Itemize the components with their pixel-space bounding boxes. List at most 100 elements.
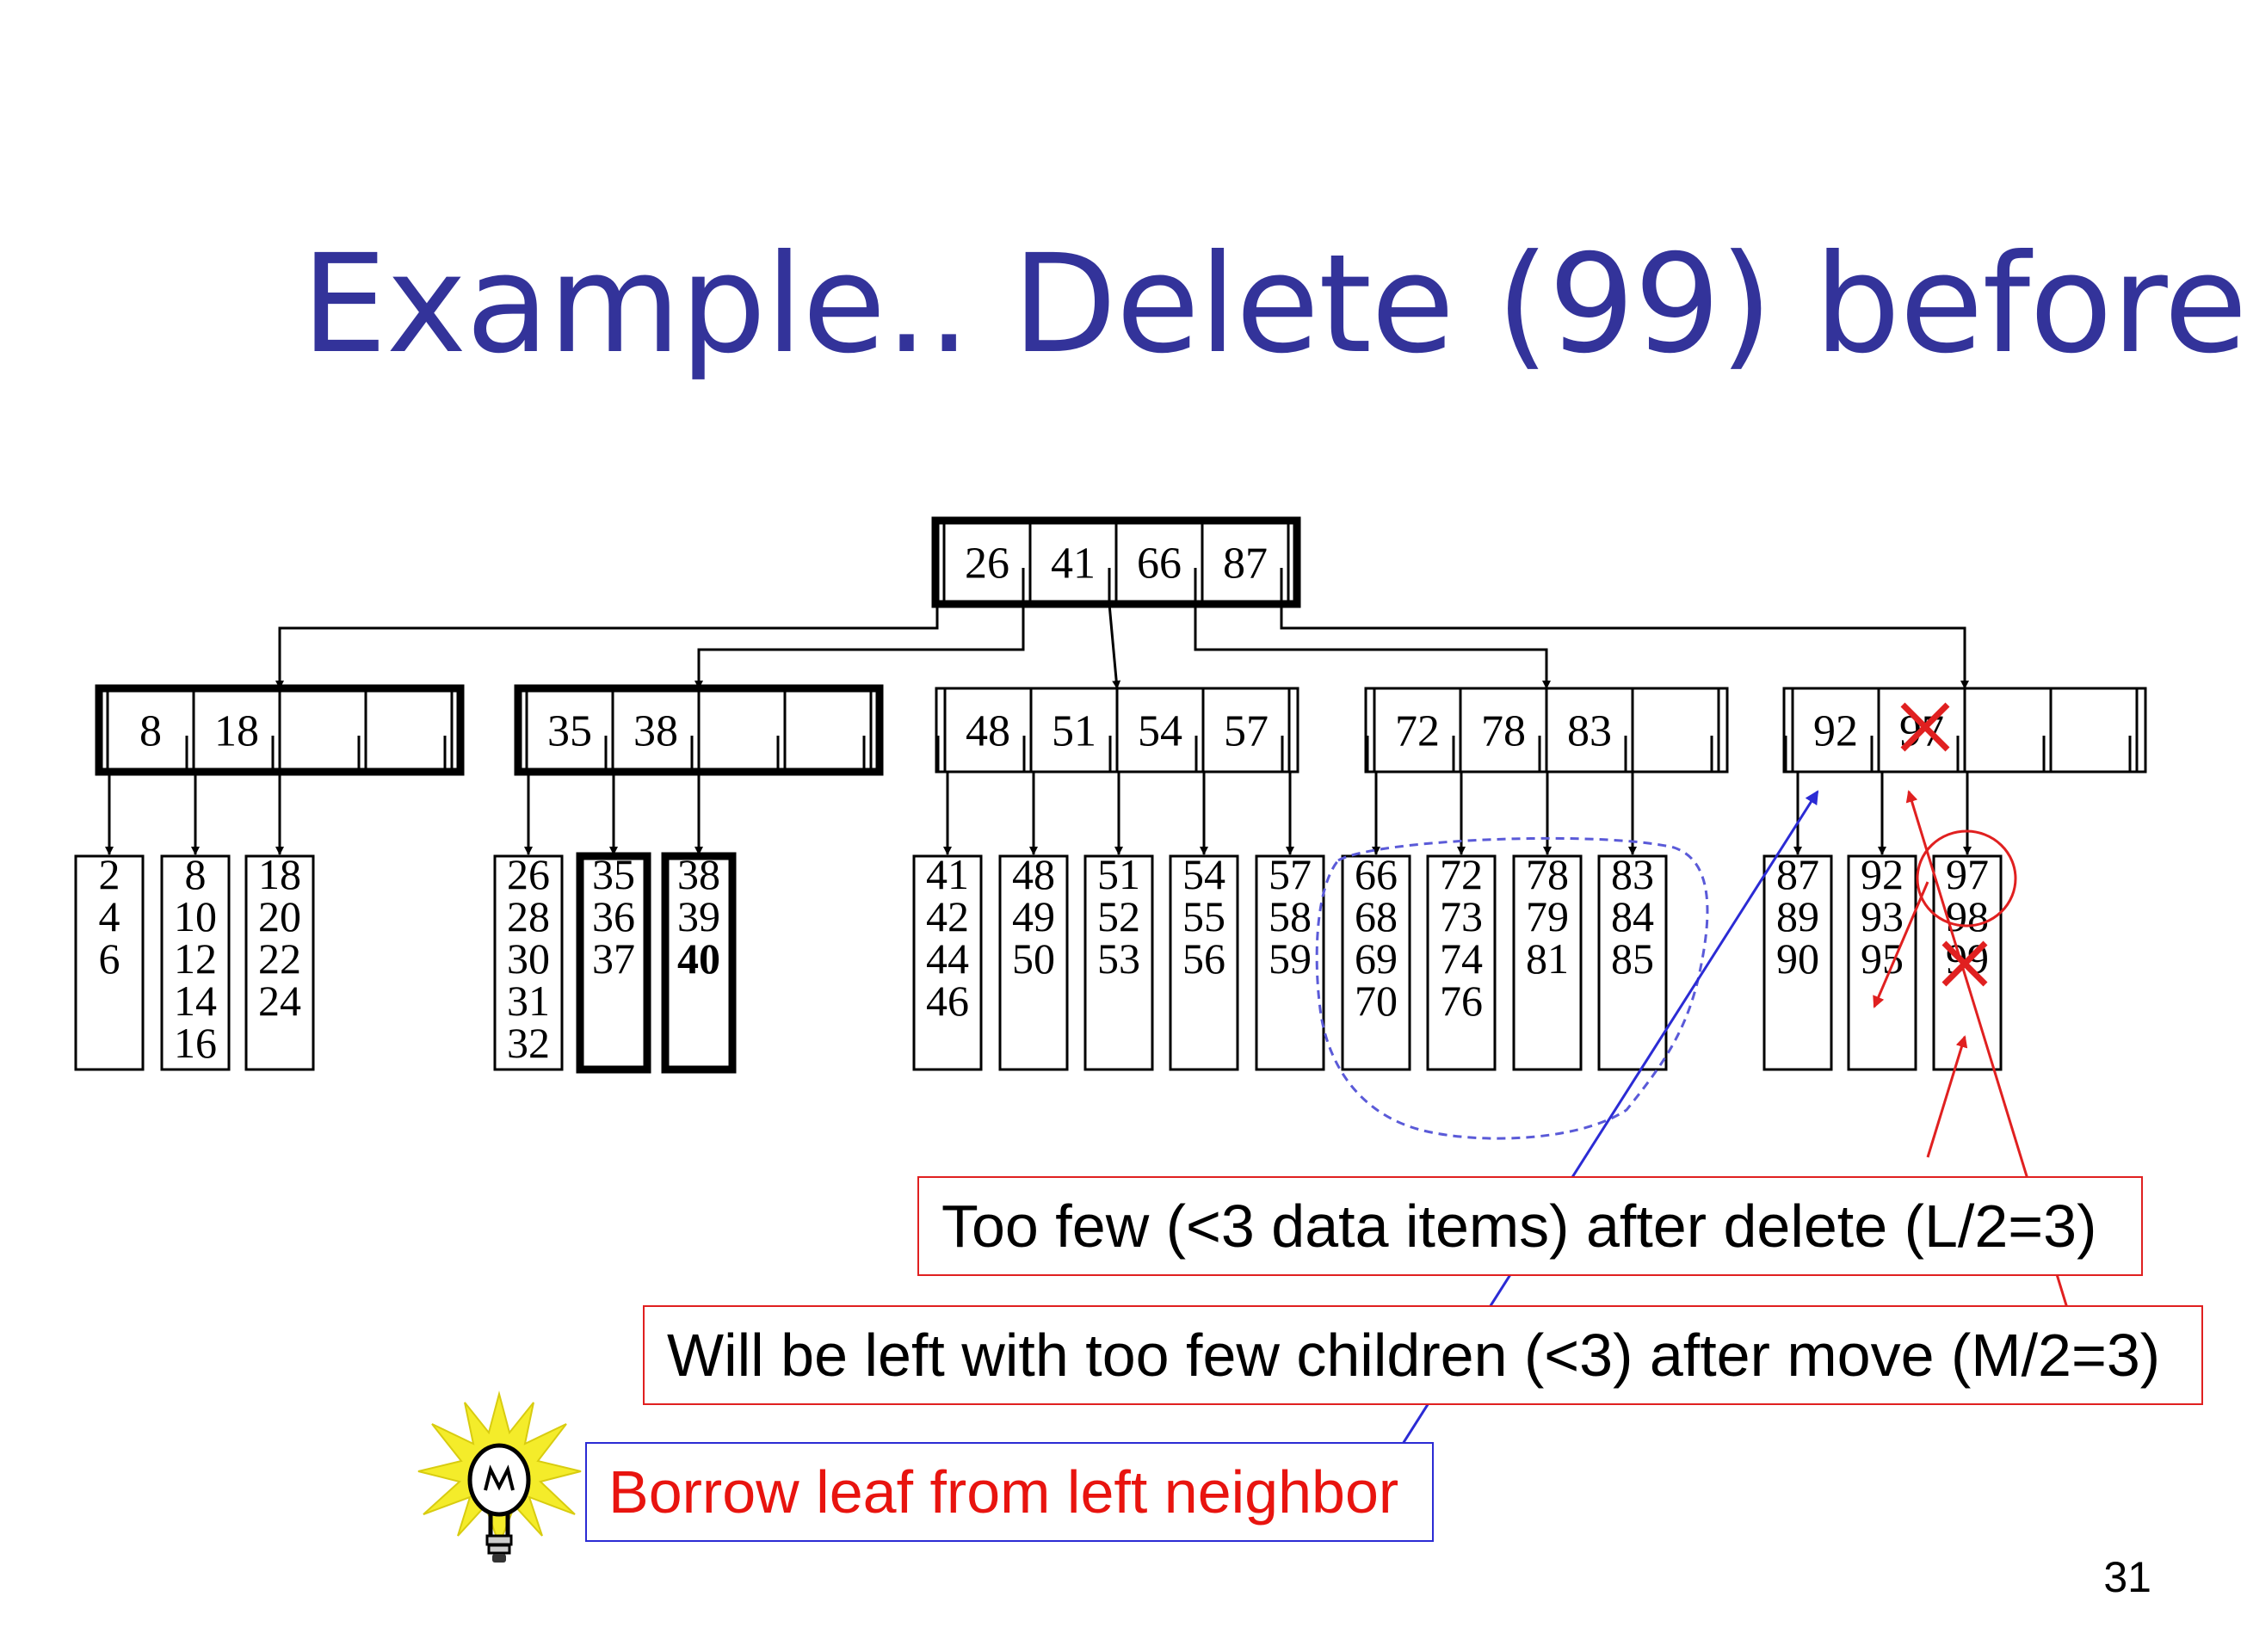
leaf-item: 85: [1611, 934, 1654, 983]
leaf-item: 66: [1355, 850, 1398, 898]
leaf-item: 14: [174, 977, 217, 1025]
internal-node-key: 78: [1481, 707, 1526, 756]
root-edge: [694, 604, 1025, 689]
leaf-item: 78: [1526, 850, 1569, 898]
internal-node-key: 57: [1224, 707, 1269, 756]
leaf-item: 70: [1355, 977, 1398, 1025]
leaf-box: [1847, 854, 1917, 1071]
leaf-item: 31: [507, 977, 550, 1025]
leaf-item: 16: [174, 1019, 217, 1067]
leaf-item: 30: [507, 934, 550, 983]
leaf-item: 35: [592, 850, 635, 898]
internal-node-key: 72: [1395, 707, 1440, 756]
leaf-item: 55: [1182, 892, 1225, 940]
leaf-box: [1597, 854, 1668, 1071]
leaf-box: [1083, 854, 1154, 1071]
root-node-key: 66: [1137, 539, 1182, 589]
root-edge: [1280, 604, 1969, 689]
leaf-item: 74: [1440, 934, 1483, 983]
leaf-item: 79: [1526, 892, 1569, 940]
leaf-item: 37: [592, 934, 635, 983]
leaf-item: 2: [99, 850, 120, 898]
leaf-box: [1341, 854, 1411, 1071]
leaf-item: 8: [185, 850, 207, 898]
leaf-item: 36: [592, 892, 635, 940]
leaf-item: 42: [926, 892, 969, 940]
leaf-item: 92: [1861, 850, 1904, 898]
leaf-item: 57: [1269, 850, 1312, 898]
leaf-item: 97: [1946, 850, 1989, 898]
leaf-item: 48: [1012, 850, 1055, 898]
leaf-item: 76: [1440, 977, 1483, 1025]
root-edge: [275, 604, 939, 689]
annotation-marks: [1315, 702, 2071, 1445]
internal-node-key: 83: [1567, 707, 1612, 756]
leaf-box: [1512, 854, 1583, 1071]
root-edge: [1194, 604, 1551, 689]
leaf-item: 51: [1097, 850, 1140, 898]
internal-node-key: 48: [966, 707, 1010, 756]
leaf-box: [661, 852, 737, 1074]
leaf-node: 979899: [1932, 850, 2003, 1071]
leaf-item: 4: [99, 892, 120, 940]
leaf-item: 87: [1776, 850, 1819, 898]
leaf-item: 59: [1269, 934, 1312, 983]
root-node-key: 41: [1051, 539, 1096, 589]
leaf-item: 95: [1861, 934, 1904, 983]
leaf-item: 54: [1182, 850, 1225, 898]
root-node-key: 26: [965, 539, 1009, 589]
internal-node-key: 92: [1813, 707, 1858, 756]
leaf-box: [244, 854, 315, 1071]
leaf-item: 83: [1611, 850, 1654, 898]
red-arrow: [1926, 1035, 1968, 1158]
leaf-item: 20: [258, 892, 301, 940]
leaf-item: 24: [258, 977, 301, 1025]
leaf-item: 28: [507, 892, 550, 940]
page-number: 31: [2103, 1553, 2151, 1601]
internal-node-key: 38: [633, 707, 678, 756]
leaf-item: 69: [1355, 934, 1398, 983]
leaf-item: 58: [1269, 892, 1312, 940]
root-node-key: 87: [1223, 539, 1268, 589]
leaf-item: 39: [677, 892, 720, 940]
internal-node-key: 18: [214, 707, 259, 756]
leaf-item: 6: [99, 934, 120, 983]
leaf-item: 53: [1097, 934, 1140, 983]
leaf-item: 46: [926, 977, 969, 1025]
internal-node-key: 35: [547, 707, 592, 756]
leaf-item: 84: [1611, 892, 1654, 940]
leaf-item: 56: [1182, 934, 1225, 983]
annotation-too-few-children: Will be left with too few children (<3) …: [643, 1305, 2203, 1405]
leaf-item: 38: [677, 850, 720, 898]
leaf-item: 44: [926, 934, 969, 983]
internal-node: 72 78 83: [1364, 687, 1729, 774]
annotation-borrow: Borrow leaf from left neighbor: [585, 1442, 1434, 1542]
dashed-group-outline: [1315, 836, 1709, 1140]
leaf-box: [1426, 854, 1497, 1071]
leaf-item: 32: [507, 1019, 550, 1067]
leaf-item: 41: [926, 850, 969, 898]
tree-leaves: 2468101214161820222426283031323536373839…: [74, 850, 2003, 1074]
leaf-item: 40: [677, 934, 720, 983]
leaf-box: [74, 854, 145, 1071]
red-circle-mark: [1916, 829, 2017, 928]
annotation-too-few-items: Too few (<3 data items) after delete (L/…: [917, 1176, 2143, 1276]
